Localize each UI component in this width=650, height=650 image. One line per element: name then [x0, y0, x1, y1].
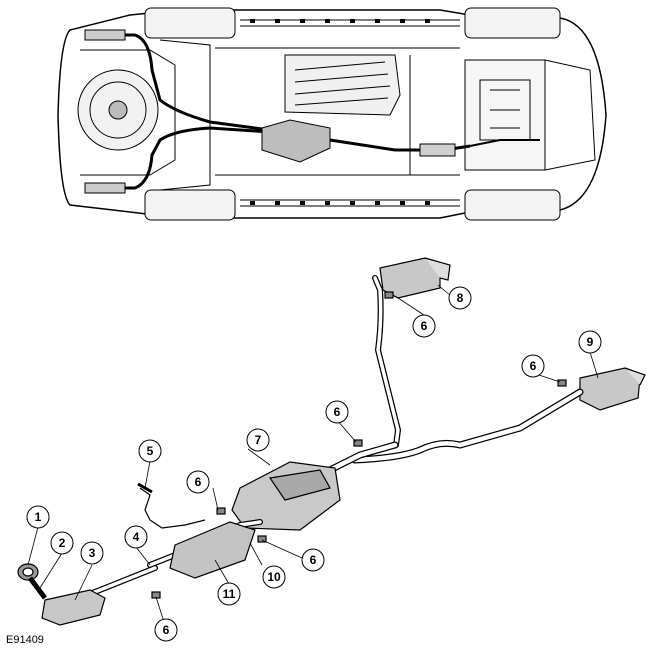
callout-circle — [154, 618, 178, 642]
callout-label: 6 — [163, 623, 170, 637]
callout-circle — [186, 470, 210, 494]
callout-label: 6 — [334, 405, 341, 419]
callout-label: 9 — [587, 335, 594, 349]
callout-label: 6 — [195, 475, 202, 489]
callout-11: 11 — [217, 582, 241, 606]
callout-10: 10 — [262, 565, 286, 589]
callout-group: 1 2 3 4 5 6 6 6 6 6 6 7 8 9 10 11 — [26, 286, 602, 642]
callout-9: 9 — [578, 330, 602, 354]
callout-circle — [448, 286, 472, 310]
leader-lines — [27, 284, 599, 629]
callout-label: 10 — [267, 570, 281, 584]
callout-7: 7 — [246, 428, 270, 452]
exhaust-assembly — [17, 257, 646, 626]
callout-circle — [246, 428, 270, 452]
callout-label: 6 — [310, 553, 317, 567]
callout-5: 5 — [138, 439, 162, 463]
callout-circle — [138, 439, 162, 463]
callout-6: 6 — [412, 314, 436, 338]
callout-circle — [80, 541, 104, 565]
vehicle-underside-view — [57, 7, 607, 221]
callout-6: 6 — [154, 618, 178, 642]
callout-label: 6 — [421, 319, 428, 333]
callout-8: 8 — [448, 286, 472, 310]
callout-circle — [26, 505, 50, 529]
callout-1: 1 — [26, 505, 50, 529]
callout-label: 3 — [89, 546, 96, 560]
callout-6: 6 — [325, 400, 349, 424]
callout-circle — [50, 531, 74, 555]
callout-6: 6 — [186, 470, 210, 494]
callout-circle — [301, 548, 325, 572]
callout-label: 1 — [35, 510, 42, 524]
callout-circle — [217, 582, 241, 606]
callout-label: 11 — [223, 587, 236, 601]
callout-label: 5 — [147, 444, 154, 458]
callout-label: 4 — [133, 530, 140, 544]
callout-circle — [262, 565, 286, 589]
callout-circle — [325, 400, 349, 424]
callout-circle — [124, 525, 148, 549]
callout-3: 3 — [80, 541, 104, 565]
callout-circle — [521, 354, 545, 378]
callout-label: 7 — [255, 433, 262, 447]
callout-label: 8 — [457, 291, 464, 305]
figure-id: E91409 — [6, 634, 44, 646]
callout-4: 4 — [124, 525, 148, 549]
callout-6: 6 — [521, 354, 545, 378]
callout-circle — [412, 314, 436, 338]
callout-label: 6 — [530, 359, 537, 373]
callout-2: 2 — [50, 531, 74, 555]
callout-circle — [578, 330, 602, 354]
callout-label: 2 — [59, 536, 66, 550]
callout-6: 6 — [301, 548, 325, 572]
